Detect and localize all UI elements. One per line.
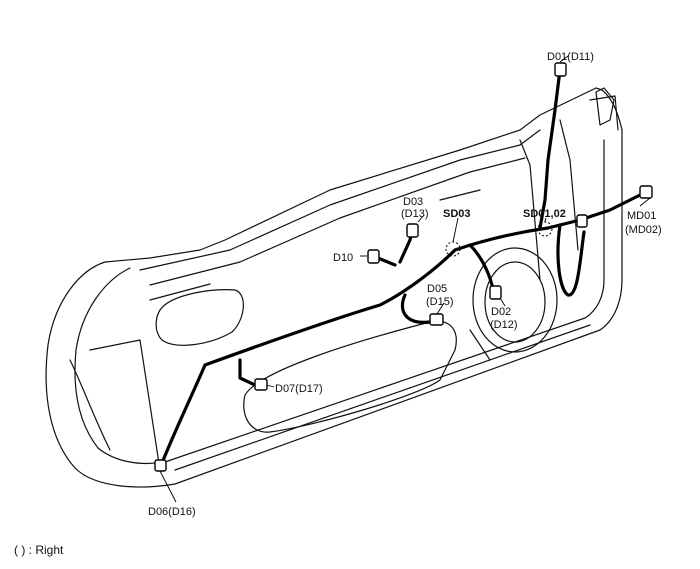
- speaker-grille-inner: [484, 261, 546, 343]
- handle-recess: [155, 289, 244, 346]
- harness-front-loop: [556, 223, 586, 297]
- top-sill: [139, 129, 541, 271]
- map-pocket: [243, 320, 457, 433]
- label-d12: (D12): [490, 319, 518, 331]
- label-md02: (MD02): [625, 224, 662, 236]
- harness-to-d02: [468, 243, 494, 287]
- legend-note: ( ) : Right: [14, 543, 64, 557]
- connector-d06: [154, 459, 167, 472]
- connector-sd0102: [576, 214, 588, 228]
- connector-d07: [254, 378, 268, 391]
- connector-d01: [554, 62, 567, 77]
- label-d03: D03: [403, 196, 423, 208]
- speaker-grille-outer: [472, 247, 558, 353]
- label-d05: D05: [427, 283, 447, 295]
- label-d13: (D13): [401, 208, 429, 220]
- connector-d10: [367, 249, 380, 264]
- label-sd03: SD03: [443, 208, 471, 220]
- harness-to-d07: [238, 358, 257, 387]
- label-d10: D10: [333, 252, 353, 264]
- harness-to-d10: [376, 256, 397, 267]
- main-harness: [158, 193, 642, 470]
- harness-to-d01: [538, 68, 562, 230]
- harness-to-d05: [400, 293, 432, 324]
- connector-d05: [429, 313, 444, 326]
- door-outer-edge: [45, 87, 623, 488]
- label-d07: D07(D17): [275, 383, 323, 395]
- connector-d03: [406, 223, 419, 238]
- label-sd0102: SD01,02: [523, 208, 566, 220]
- connector-md01: [639, 185, 653, 199]
- label-d02: D02: [491, 306, 511, 318]
- label-md01: MD01: [627, 210, 656, 222]
- label-d01: D01(D11): [547, 51, 594, 63]
- door-inner-edge: [74, 139, 605, 465]
- label-d06: D06(D16): [148, 506, 196, 518]
- label-d15: (D15): [426, 296, 454, 308]
- connector-d02: [489, 285, 502, 300]
